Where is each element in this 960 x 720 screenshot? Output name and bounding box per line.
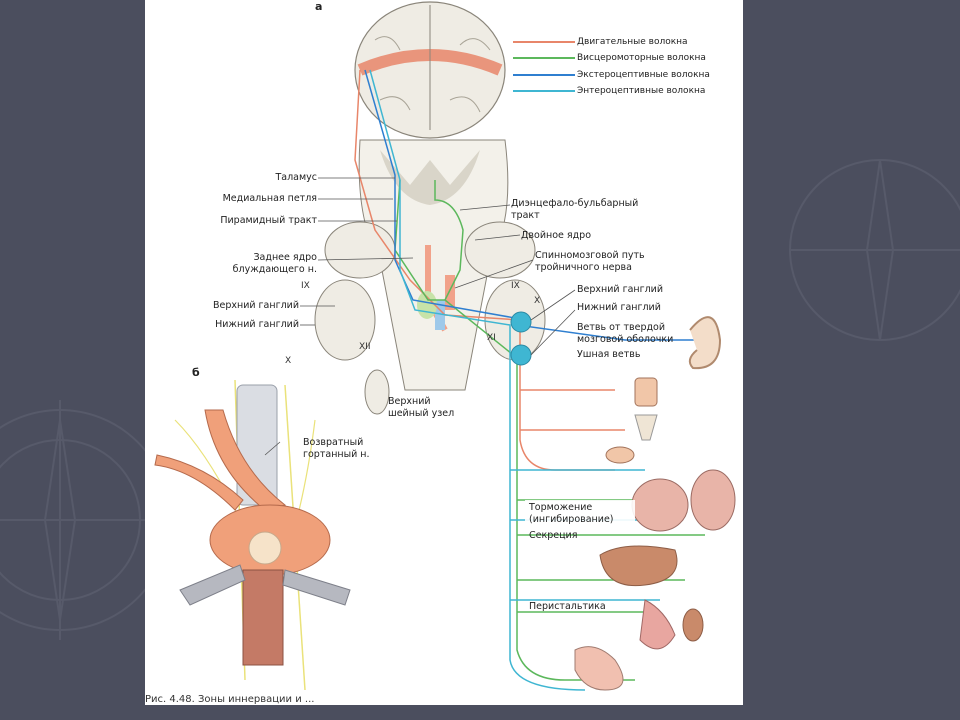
label-thalamus: Таламус (275, 172, 317, 183)
label-lower-ganglion-left: Нижний ганглий (215, 319, 299, 330)
panel-letter-b: б (192, 366, 200, 379)
roman-ix-right: IX (511, 281, 520, 291)
label-dura-branch-line2: мозговой оболочки (577, 334, 674, 345)
label-vagus-nucleus-line1: Заднее ядро (253, 252, 317, 263)
label-upper-ganglion-left: Верхний ганглий (212, 300, 299, 311)
vagus-nerve-diagram (154, 1, 736, 691)
label-upper-cervical-line2: шейный узел (388, 408, 455, 419)
label-diencephalo-line2: тракт (511, 210, 540, 221)
label-lower-ganglion-right: Нижний ганглий (577, 302, 661, 313)
roman-ix-left: IX (301, 281, 310, 291)
roman-x-left: X (285, 356, 292, 366)
label-upper-ganglion-right: Верхний ганглий (577, 284, 664, 295)
label-spinal-path-line1: Спинномозговой путь (535, 250, 645, 261)
label-recurrent-line1: Возвратный (303, 437, 364, 448)
legend-item-visceromotor: Висцеромоторные волокна (577, 53, 706, 63)
label-peristalsis: Перистальтика (529, 601, 606, 612)
panel-letter-a: а (315, 0, 323, 13)
label-dura-branch-line1: Ветвь от твердой (577, 322, 666, 333)
label-pyramidal-tract: Пирамидный тракт (220, 215, 317, 226)
label-vagus-nucleus-line2: блуждающего н. (232, 264, 317, 275)
figure-caption: Рис. 4.48. Зоны иннервации и ... (145, 694, 315, 705)
brain-illustration (314, 1, 546, 415)
label-spinal-path-line2: тройничного нерва (535, 262, 632, 273)
slide-content: а б Двигательные волокна Висцеромоторные… (145, 0, 743, 705)
roman-xi: XI (487, 333, 496, 343)
roman-xii: XII (359, 342, 371, 352)
label-medial-loop: Медиальная петля (222, 193, 317, 204)
label-recurrent-line2: гортанный н. (303, 449, 370, 460)
label-upper-cervical-line1: Верхний (388, 396, 431, 407)
panel-b-illustration (154, 379, 351, 691)
legend-item-enteroceptive: Энтероцептивные волокна (577, 86, 706, 96)
label-inhibition-line2: (ингибирование) (529, 514, 614, 525)
label-double-nucleus: Двойное ядро (521, 230, 592, 241)
label-diencephalo-line1: Диэнцефало-бульбарный (511, 198, 639, 209)
legend-item-exteroceptive: Экстероцептивные волокна (577, 70, 710, 80)
label-secretion: Секреция (529, 530, 578, 541)
label-ear-branch: Ушная ветвь (577, 349, 641, 360)
legend-item-motor: Двигательные волокна (577, 37, 688, 47)
roman-x-right: X (534, 296, 541, 306)
label-inhibition-line1: Торможение (529, 502, 593, 513)
